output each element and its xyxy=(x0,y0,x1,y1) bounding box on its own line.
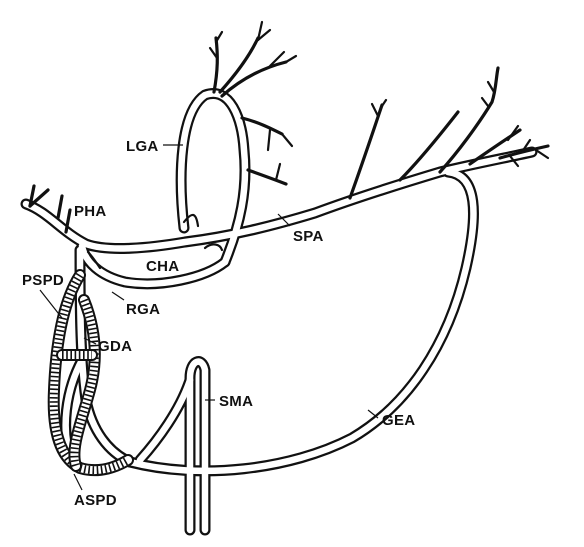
aspd-arcade-hatch xyxy=(70,298,99,468)
pancreaticoduodenal-arcades xyxy=(47,269,134,477)
hepatic-end-branch xyxy=(28,184,36,208)
vessel-branches xyxy=(28,20,550,270)
label-lga: LGA xyxy=(126,138,159,155)
gda-leader xyxy=(83,337,97,345)
label-leaders xyxy=(39,144,379,491)
left-gastric-branch xyxy=(212,36,219,94)
splenic-upper-branch xyxy=(348,103,384,200)
labels: LGA PHA CHA SPA PSPD RGA GDA SMA GEA ASP… xyxy=(22,138,415,509)
label-rga: RGA xyxy=(126,301,160,318)
label-gea: GEA xyxy=(382,412,415,429)
pspd-arcade-hatch xyxy=(49,272,131,475)
label-cha: CHA xyxy=(146,258,179,275)
label-spa: SPA xyxy=(293,228,324,245)
spa-leader xyxy=(277,213,291,227)
label-pha: PHA xyxy=(74,203,107,220)
label-gda: GDA xyxy=(98,338,132,355)
pspd-leader xyxy=(39,289,63,319)
vessel-lumens xyxy=(22,90,536,534)
label-pspd: PSPD xyxy=(22,272,64,289)
label-aspd: ASPD xyxy=(74,492,117,509)
label-sma: SMA xyxy=(219,393,253,410)
short-gastric-branch xyxy=(240,116,284,136)
gea-leader xyxy=(367,409,379,419)
aspd-leader xyxy=(73,473,83,491)
rga-leader xyxy=(111,291,125,301)
